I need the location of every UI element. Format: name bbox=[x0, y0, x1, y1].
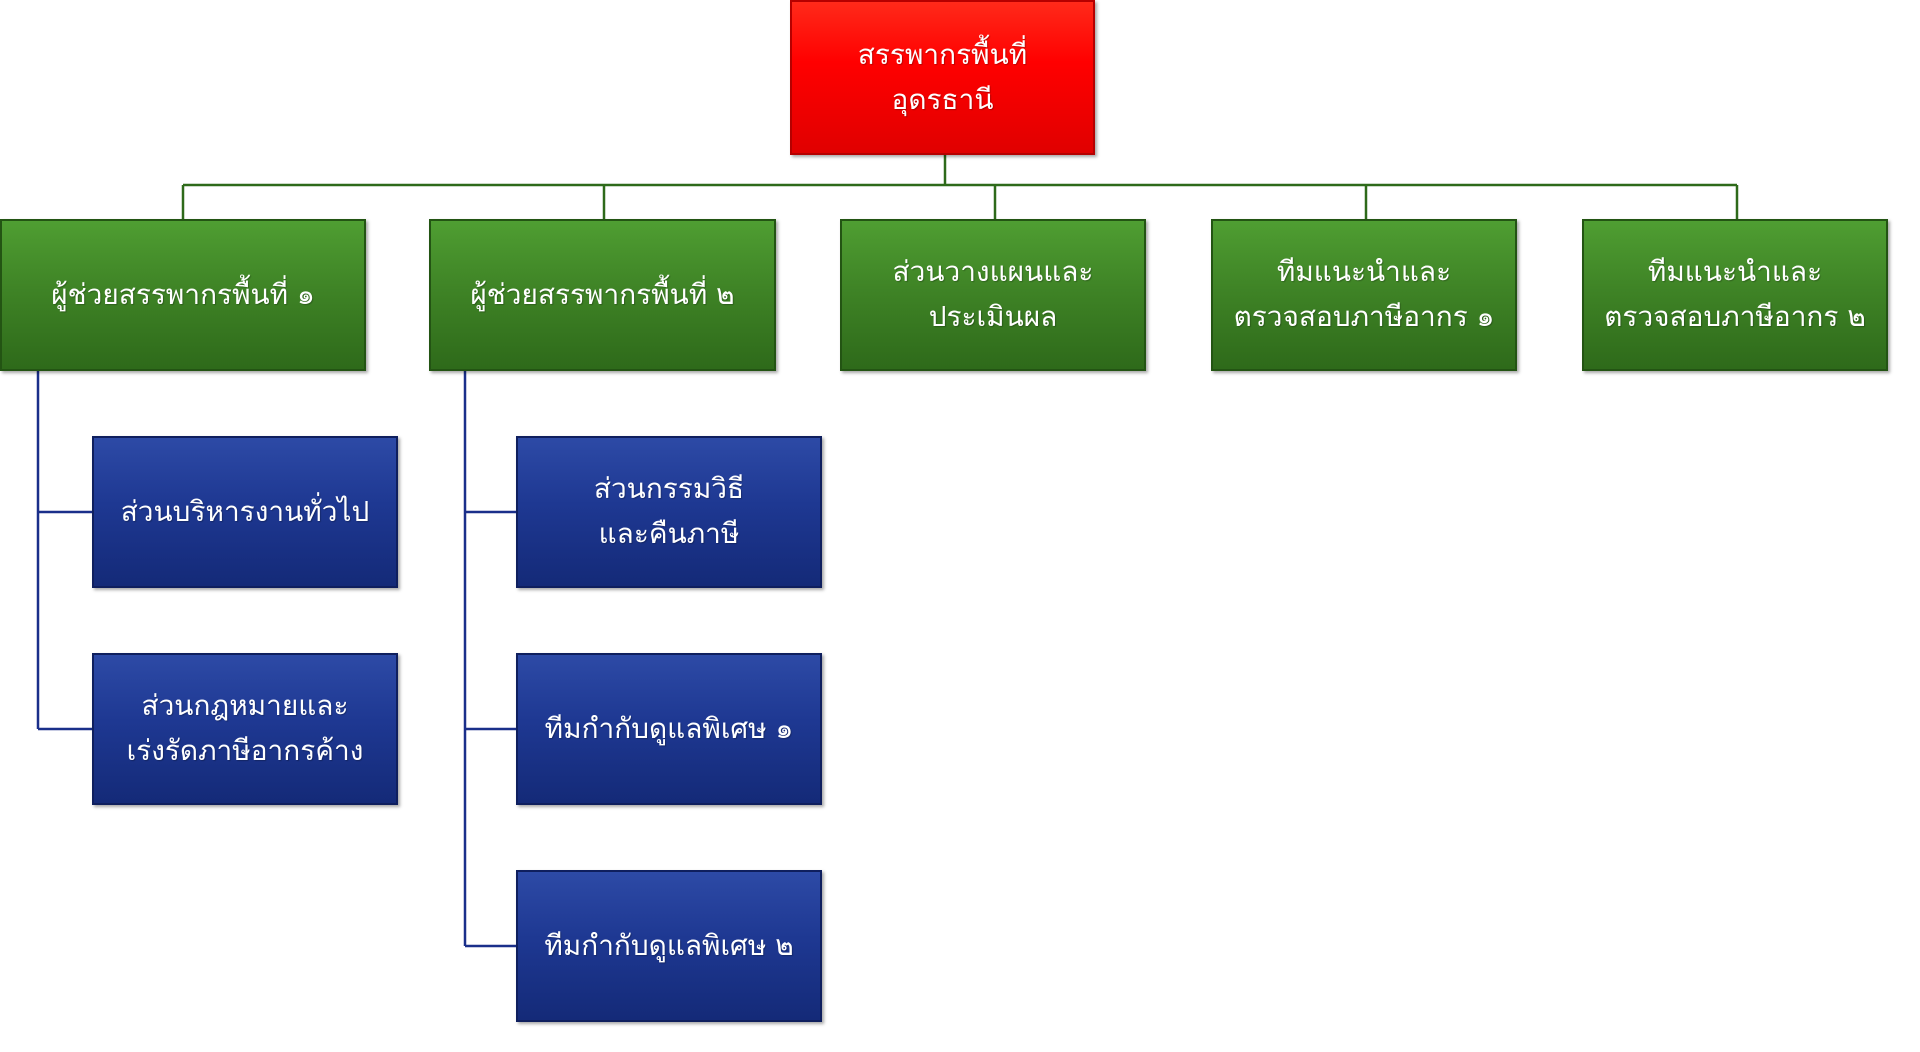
unit-node-label: ส่วนกฎหมายและ เร่งรัดภาษีอากรค้าง bbox=[126, 689, 364, 767]
dept-node-planning-evaluation: ส่วนวางแผนและ ประเมินผล bbox=[840, 219, 1146, 371]
dept-node-audit-team-1: ทีมแนะนำและ ตรวจสอบภาษีอากร ๑ bbox=[1211, 219, 1517, 371]
dept-node-label: ทีมแนะนำและ ตรวจสอบภาษีอากร ๑ bbox=[1233, 255, 1495, 333]
unit-node-label: ทีมกำกับดูแลพิเศษ ๒ bbox=[544, 928, 794, 962]
unit-node-general-admin: ส่วนบริหารงานทั่วไป bbox=[92, 436, 398, 588]
unit-node-special-supervision-2: ทีมกำกับดูแลพิเศษ ๒ bbox=[516, 870, 822, 1022]
dept-node-label: ทีมแนะนำและ ตรวจสอบภาษีอากร ๒ bbox=[1604, 255, 1866, 333]
unit-node-special-supervision-1: ทีมกำกับดูแลพิเศษ ๑ bbox=[516, 653, 822, 805]
unit-node-label: ส่วนบริหารงานทั่วไป bbox=[120, 494, 370, 528]
dept-node-assistant-1: ผู้ช่วยสรรพากรพื้นที่ ๑ bbox=[0, 219, 366, 371]
unit-node-label: ทีมกำกับดูแลพิเศษ ๑ bbox=[544, 711, 794, 745]
root-node-label: สรรพากรพื้นที่ อุดรธานี bbox=[857, 37, 1028, 116]
dept-node-assistant-2: ผู้ช่วยสรรพากรพื้นที่ ๒ bbox=[429, 219, 776, 371]
sub-unit-connectors bbox=[36, 371, 516, 948]
dept-node-label: ผู้ช่วยสรรพากรพื้นที่ ๑ bbox=[51, 277, 315, 311]
dept-node-label: ผู้ช่วยสรรพากรพื้นที่ ๒ bbox=[470, 277, 735, 311]
top-level-connectors bbox=[181, 155, 1739, 219]
unit-node-label: ส่วนกรรมวิธี และคืนภาษี bbox=[593, 472, 745, 550]
dept-node-label: ส่วนวางแผนและ ประเมินผล bbox=[892, 255, 1094, 333]
unit-node-procedure-refund: ส่วนกรรมวิธี และคืนภาษี bbox=[516, 436, 822, 588]
unit-node-legal-collection: ส่วนกฎหมายและ เร่งรัดภาษีอากรค้าง bbox=[92, 653, 398, 805]
root-node-udon-thani-revenue: สรรพากรพื้นที่ อุดรธานี bbox=[790, 0, 1095, 155]
dept-node-audit-team-2: ทีมแนะนำและ ตรวจสอบภาษีอากร ๒ bbox=[1582, 219, 1888, 371]
